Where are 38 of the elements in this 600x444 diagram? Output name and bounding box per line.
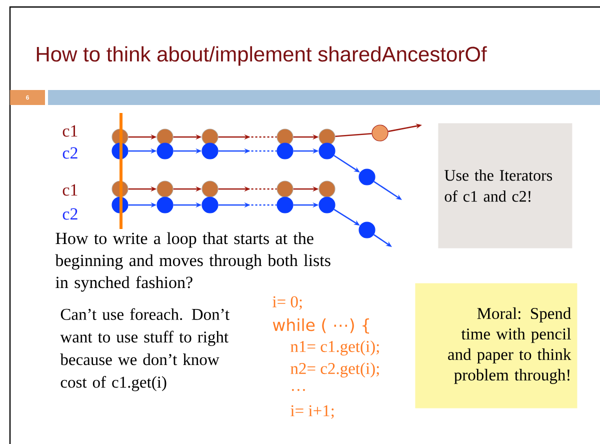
list-node-circle bbox=[372, 124, 388, 142]
code-line: … bbox=[292, 389, 305, 391]
list-node-circle bbox=[112, 196, 128, 214]
list-node-circle bbox=[318, 180, 336, 198]
note-box: Use the Iterators of c1 and c2! bbox=[438, 123, 572, 248]
list-node-circle bbox=[276, 196, 294, 214]
code-line: n2= c2.get(i); bbox=[290, 362, 379, 378]
list-node-circle bbox=[112, 128, 128, 146]
list-node-circle bbox=[318, 196, 336, 214]
list-node-circle bbox=[276, 128, 294, 146]
code-line: i= 0; bbox=[272, 296, 302, 310]
list-node-circle bbox=[202, 128, 218, 146]
title: How to think about/implement sharedAncestorOf bbox=[36, 46, 487, 66]
list-label: c2 bbox=[62, 208, 78, 220]
code-line: i= i+1; bbox=[290, 405, 334, 419]
list-node-circle bbox=[112, 142, 128, 160]
list-node-circle bbox=[318, 142, 336, 160]
list-node-circle bbox=[276, 180, 294, 198]
list-node-circle bbox=[156, 128, 174, 146]
note-text: Can’t use foreach. Don’t want to use stuff to right because we don’t know cost of c1.get(i) bbox=[60, 308, 230, 392]
code-line: while ( ⋯) { bbox=[272, 318, 370, 334]
list-node-circle bbox=[112, 180, 128, 198]
list-node-circle bbox=[318, 128, 336, 146]
list-node-circle bbox=[276, 142, 294, 160]
list-node-circle bbox=[156, 142, 174, 160]
list-label: c1 bbox=[62, 184, 78, 196]
list-label: c2 bbox=[62, 147, 78, 159]
moral-box: Moral: Spend time with pencil and paper to think problem through! bbox=[415, 283, 578, 408]
list-node-circle bbox=[156, 180, 174, 198]
list-node-circle bbox=[202, 142, 218, 160]
code-line: n1= c1.get(i); bbox=[290, 340, 379, 356]
list-node-circle bbox=[358, 222, 376, 238]
list-node-circle bbox=[202, 180, 218, 198]
list-node-circle bbox=[358, 168, 376, 186]
question-text: How to write a loop that starts at the beginning and moves through both lists in synched fashion? bbox=[55, 232, 330, 292]
list-node-circle bbox=[156, 196, 174, 214]
list-label: c1 bbox=[62, 125, 78, 137]
list-node-circle bbox=[202, 196, 218, 214]
